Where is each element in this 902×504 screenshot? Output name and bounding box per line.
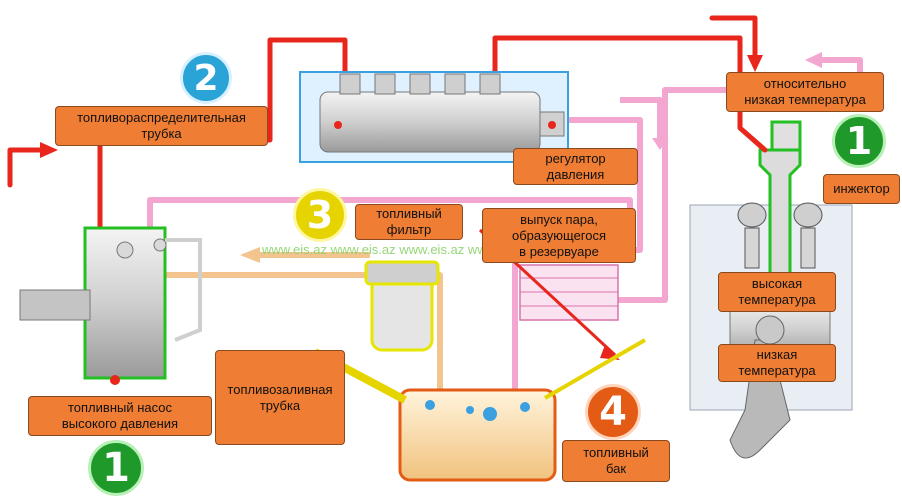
label-vapor-release: выпуск пара, образующегося в резервуаре — [482, 208, 636, 263]
fuel-rail-ports — [339, 73, 501, 95]
high-pressure-lines — [7, 15, 768, 268]
rail-marker — [334, 121, 342, 129]
crankshaft — [755, 315, 785, 345]
watermark: www.eis.az www.eis.az www.eis.az www.eis… — [262, 242, 533, 257]
label-high-pressure-pump: топливный насос высокого давления — [28, 396, 212, 436]
valve-cam-right — [793, 202, 823, 228]
arrow-return-down — [652, 138, 668, 150]
badge-fuel-filter: 3 — [293, 188, 347, 242]
vapor-canister — [519, 264, 619, 321]
label-high-temp: высокая температура — [718, 272, 836, 312]
fuel-filter-cap — [364, 260, 440, 286]
fuel-bubbles — [425, 400, 530, 421]
valve-spring-left — [744, 227, 760, 269]
regulator-marker — [548, 121, 556, 129]
arrow-top-down — [747, 55, 763, 72]
label-fuel-rail: топливораспределительная трубка — [55, 106, 268, 146]
label-low-temp: низкая температура — [718, 344, 836, 382]
badge-high-pressure-pump: 1 — [88, 440, 144, 496]
valve-spring-right — [800, 227, 816, 269]
label-injector: инжектор — [823, 174, 900, 204]
badge-fuel-rail: 2 — [180, 52, 232, 104]
label-filler-pipe: топливозаливная трубка — [215, 350, 345, 445]
badge-injector: 1 — [832, 114, 886, 168]
fuel-rail — [319, 91, 541, 153]
overflow-pipe — [543, 338, 647, 400]
label-fuel-tank: топливный бак — [562, 440, 670, 482]
label-relatively-low-temp: относительно низкая температура — [726, 72, 884, 112]
badge-fuel-tank: 4 — [585, 384, 641, 440]
injector-cap — [770, 120, 802, 152]
valve-cam-left — [737, 202, 767, 228]
label-pressure-regulator: регулятор давления — [513, 148, 638, 185]
arrow-supply-left — [240, 247, 260, 263]
high-pressure-pump — [19, 226, 202, 385]
arrow-left-in — [40, 142, 58, 158]
label-fuel-filter: топливный фильтр — [355, 204, 463, 240]
fuel-tank — [398, 388, 557, 482]
arrow-return-top — [805, 52, 822, 68]
